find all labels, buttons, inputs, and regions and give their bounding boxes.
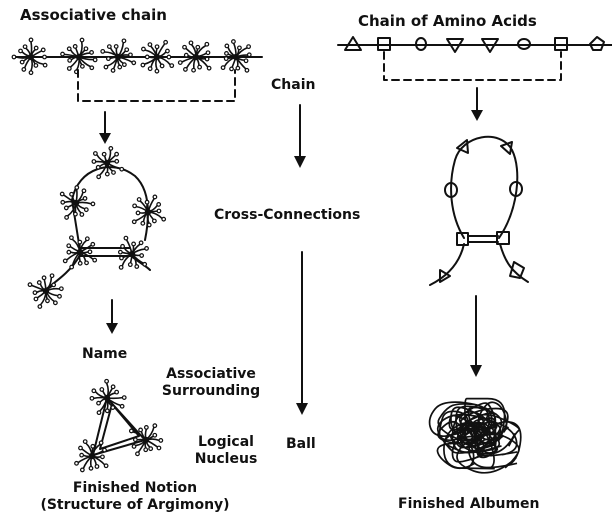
arrow-down-icon [99,112,111,144]
cross-connections-label: Cross-Connections [214,207,360,224]
pentagon-icon [510,262,524,278]
albumen-ball [430,399,521,473]
amino-chain-title: Chain of Amino Acids [358,13,537,30]
logical-nucleus-label: Logical Nucleus [180,434,272,468]
arrow-down-icon [294,156,306,168]
center-arrow-chain [294,105,306,168]
loop-neurons [28,147,165,309]
arrow-down-icon [471,88,483,121]
loop-curve [72,167,148,240]
finished-albumen-label: Finished Albumen [398,496,540,513]
neuron-star-icon [119,236,149,269]
associative-chain [12,38,262,101]
dashed-bracket-left [78,70,235,101]
arrow-down-icon [470,296,482,377]
name-label: Name [82,346,127,363]
neuron-star-icon [90,379,126,414]
chain-label: Chain [271,77,315,94]
neuron-star-icon [92,147,123,179]
arrow-down-icon [296,403,308,415]
neuron-star-icon [61,38,97,73]
neuron-star-icon [141,40,173,73]
neuron-star-icon [221,40,251,72]
ball-label: Ball [286,436,316,453]
associative-surrounding-label: Associative Surrounding [145,366,277,400]
triangle-icon [501,142,512,154]
arrow-down-icon [106,300,118,334]
neuron-star-icon [101,39,136,72]
neuron-star-icon [75,440,108,472]
center-arrow-ball [296,252,308,415]
amino-loop [430,137,528,285]
pentagon-icon [590,37,604,50]
neuron-star-icon [132,195,165,227]
finished-notion-label: Finished Notion (Structure of Argimony) [4,480,266,514]
neuron-loop [28,147,165,309]
neuron-star-icon [60,186,94,219]
amino-chain [338,37,612,80]
associative-chain-title: Associative chain [20,7,167,24]
dashed-bracket-right [384,52,561,80]
neuron-star-icon [63,236,96,269]
triangle-icon [345,37,361,50]
